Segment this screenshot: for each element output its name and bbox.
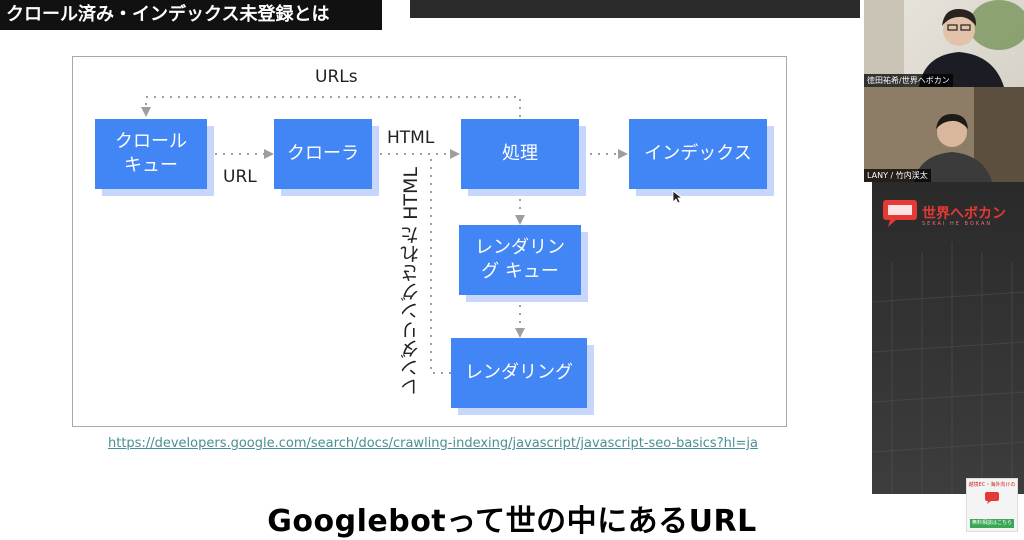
presenter-2-silhouette-icon [864, 87, 1024, 182]
render-queue-line2: グ キュー [481, 261, 559, 282]
index-label: インデックス [644, 142, 752, 164]
presenter-1-silhouette-icon [864, 0, 1024, 87]
promo-logo-icon [985, 492, 999, 504]
mouse-cursor-icon [672, 190, 682, 204]
promo-label: 越境EC・海外向けの [968, 482, 1016, 488]
label-rendered-html: レンダリングされた HTML [400, 167, 422, 397]
render-queue-line1: レンダリン [475, 236, 565, 258]
slide-title: クロール済み・インデックス未登録とは [0, 0, 382, 30]
crawl-queue-line1: クロール [115, 130, 187, 152]
subtitle-caption: Googlebotって世の中にあるURL [267, 504, 757, 539]
processing-label: 処理 [502, 142, 538, 164]
rendering-label: レンダリング [465, 361, 573, 383]
brand-subtitle: SEKAI HE BOKAN [922, 221, 993, 227]
brand-logo-icon [883, 200, 917, 227]
diagram-frame: クロール キュー クローラ 処理 インデックス レンダリン グ キュー レンダリ… [72, 56, 787, 427]
crawler-box: クローラ [274, 119, 372, 189]
camera-2-name: LANY / 竹内渓太 [864, 169, 931, 182]
arrow-urls-feedback [141, 96, 521, 117]
promo-consult-button[interactable]: 無料相談はこちら [970, 519, 1014, 528]
camera-feed-1: 徳田祐希/世界へボカン [864, 0, 1024, 87]
diagram-connectors [141, 96, 628, 374]
promo-widget[interactable]: 越境EC・海外向けの 無料相談はこちら [966, 478, 1018, 532]
label-html: HTML [387, 128, 435, 148]
arrow-rendered-html-return [430, 154, 451, 374]
top-bar [410, 0, 860, 18]
processing-box: 処理 [461, 119, 579, 189]
reference-link[interactable]: https://developers.google.com/search/doc… [108, 436, 758, 451]
rendering-box: レンダリング [451, 338, 587, 408]
render-queue-box: レンダリン グ キュー [459, 225, 581, 295]
brand-name: 世界へボカン [922, 206, 1006, 222]
label-url: URL [223, 167, 257, 187]
brand-panel: 世界へボカン SEKAI HE BOKAN [872, 182, 1024, 494]
crawler-label: クローラ [287, 142, 359, 164]
camera-1-name: 徳田祐希/世界へボカン [864, 74, 953, 87]
camera-feed-2: LANY / 竹内渓太 [864, 87, 1024, 182]
building-background [872, 242, 1024, 494]
crawl-queue-box: クロール キュー [95, 119, 207, 189]
label-urls: URLs [315, 67, 358, 87]
index-box: インデックス [629, 119, 767, 189]
crawl-queue-line2: キュー [124, 155, 178, 176]
